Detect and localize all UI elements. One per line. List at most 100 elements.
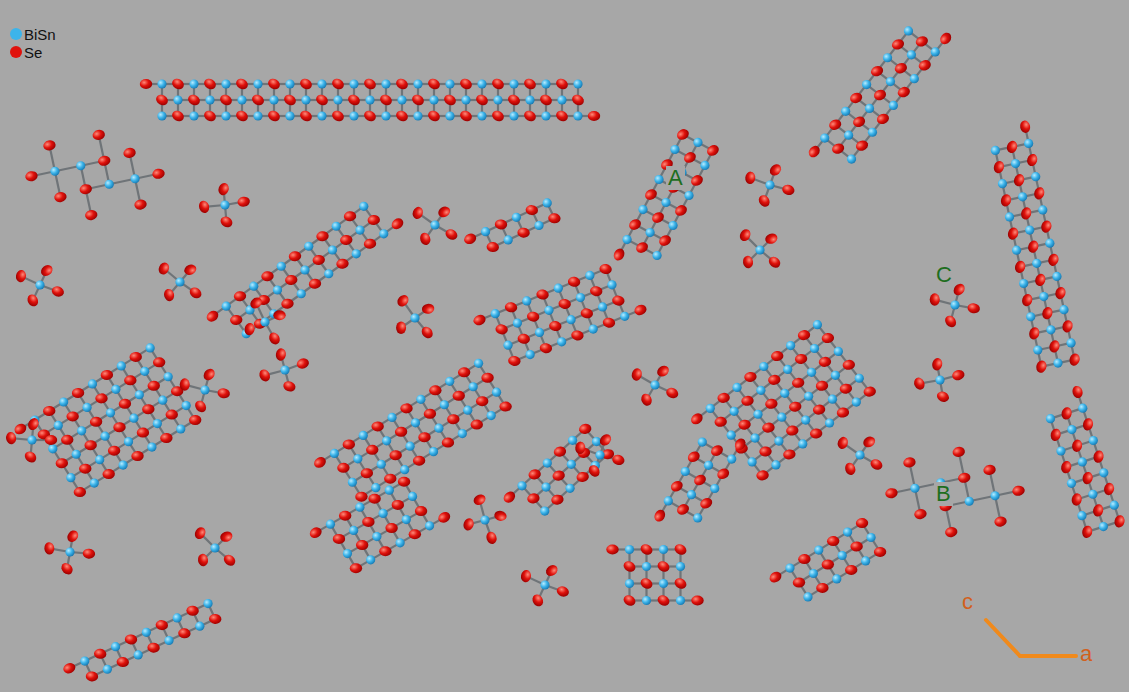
se-atom [366,445,379,455]
bisn-atom [889,101,898,110]
bisn-atom [458,429,467,438]
bisn-atom [1099,468,1108,477]
bisn-atom [540,506,549,515]
se-atom [742,255,754,269]
se-atom [413,455,426,465]
bisn-atom [492,388,501,397]
se-atom [436,204,452,219]
bisn-atom [65,547,74,556]
se-atom [395,427,408,437]
se-atom [548,213,561,224]
se-atom [379,546,391,556]
bisn-atom [105,180,114,189]
se-atom [65,528,80,544]
se-atom [913,508,927,520]
se-atom [418,432,431,442]
se-atom [536,289,550,301]
bisn-atom [387,413,396,422]
se-atom [550,494,564,506]
se-atom [1081,471,1093,485]
bisn-atom [557,337,566,346]
bisn-atom [771,460,780,469]
se-atom [893,61,908,75]
se-atom [1011,485,1025,497]
bisn-atom [333,95,342,104]
se-atom [655,363,671,378]
se-atom [202,109,218,124]
se-atom [520,569,532,583]
se-atom [336,258,349,269]
se-atom [250,93,266,108]
se-atom [281,298,294,309]
se-atom [884,487,898,499]
se-atom [943,313,959,329]
se-atom [1035,359,1048,374]
se-atom [951,369,966,382]
se-atom [1048,339,1061,354]
se-atom [367,214,380,225]
se-atom [692,473,708,488]
bisn-atom [841,107,850,116]
se-atom [390,216,406,231]
bisn-atom [825,418,834,427]
se-atom [633,303,648,317]
se-atom [639,576,655,591]
se-atom [552,470,566,482]
bisn-atom [135,390,144,399]
bisn-atom [1088,490,1097,499]
se-atom [828,118,843,132]
bisn-atom [253,111,262,120]
bisn-atom [304,242,313,251]
se-atom [84,209,98,221]
se-atom [656,593,672,608]
bisn-atom [379,229,388,238]
se-atom [426,77,442,92]
bisn-atom [477,79,486,88]
bisn-atom [1078,404,1087,413]
bisn-atom [622,235,631,244]
se-atom [234,109,250,124]
se-atom [809,428,823,440]
se-atom [371,421,384,431]
se-atom [400,403,413,413]
bisn-atom [1059,305,1068,314]
se-atom [669,479,685,494]
se-atom [944,526,958,538]
se-atom [1092,450,1104,464]
bisn-atom [430,220,439,229]
se-atom [490,109,506,124]
se-atom [587,463,602,479]
bisn-atom [573,79,582,88]
bisn-atom [343,549,352,558]
se-atom [234,77,250,92]
se-atom [821,559,834,569]
bisn-atom [595,450,604,459]
bisn-atom [416,395,425,404]
se-atom [612,295,626,307]
bisn-atom [625,545,634,554]
bisn-atom [129,414,138,423]
bisn-atom [765,180,774,189]
se-atom [689,411,705,427]
se-atom [55,458,68,468]
bisn-atom [480,515,489,524]
bisn-atom [1011,159,1020,168]
se-atom [717,392,731,404]
bisn-atom [491,309,500,318]
se-atom [612,247,627,263]
bisn-atom [659,545,668,554]
bisn-atom [868,128,877,137]
bisn-atom [750,433,759,442]
bisn-atom [119,460,128,469]
bisn-atom [543,458,552,467]
se-atom [1012,173,1025,188]
se-atom [935,390,950,404]
bisn-atom [410,313,419,322]
se-atom [952,446,966,458]
bisn-atom [326,520,335,529]
se-atom [630,367,643,382]
bisn-atom [607,280,616,289]
se-atom [854,139,869,153]
se-atom [424,409,437,419]
bisn-atom [1033,345,1042,354]
